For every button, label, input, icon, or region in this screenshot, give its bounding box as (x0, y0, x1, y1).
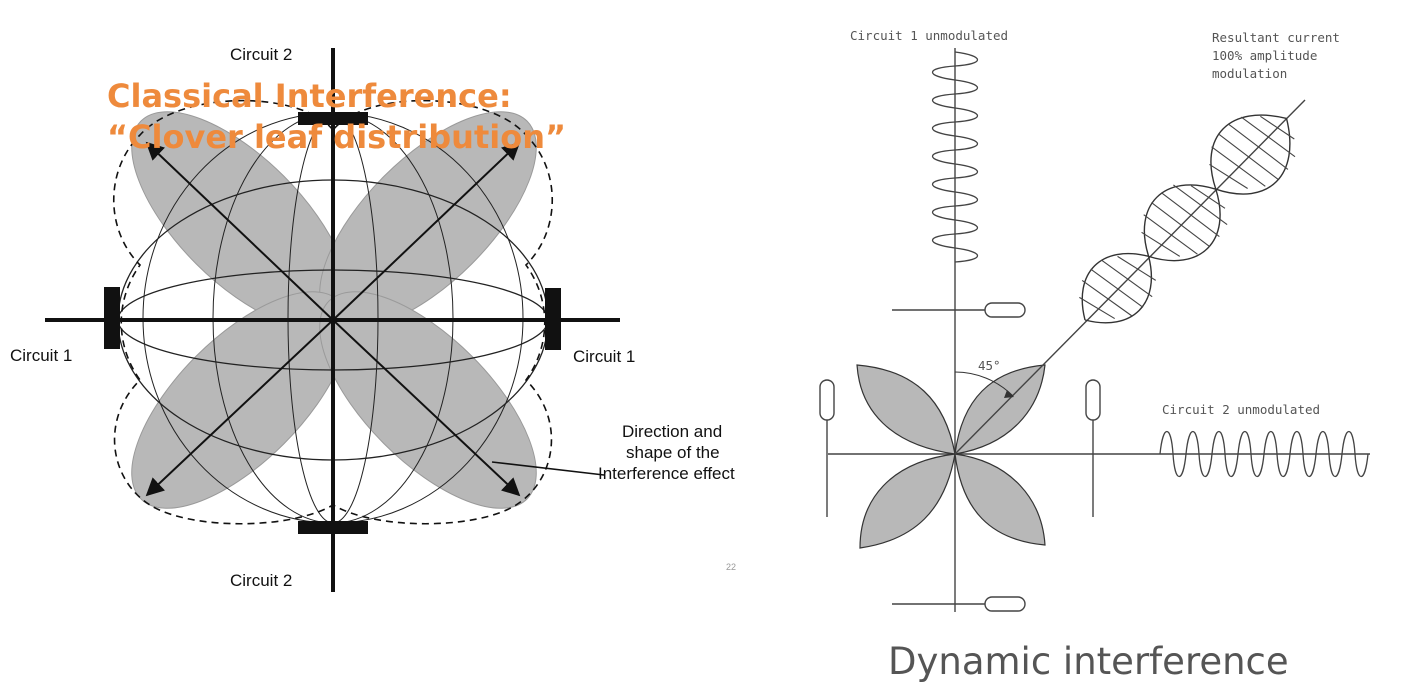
right-leaf-upper-left (856, 364, 956, 455)
circuit1-left-plate (104, 287, 120, 349)
angle-arc-arrow (1004, 390, 1014, 398)
circuit2-top-plate (298, 112, 368, 125)
circuit1-unmodulated-label: Circuit 1 unmodulated (850, 28, 1008, 43)
label-circuit1-left: Circuit 1 (10, 346, 72, 365)
circuit1-sine-wave (932, 51, 978, 263)
clover-leaves (131, 111, 537, 509)
label-circuit1-right: Circuit 1 (573, 347, 635, 366)
electrode-bottom (892, 596, 1026, 612)
classical-interference-diagram: Circuit 2 Circuit 2 Circuit 1 Circuit 1 … (10, 45, 736, 592)
resultant-label-line1: Resultant current (1212, 30, 1340, 45)
direction-label-line3: Interference effect (598, 464, 735, 483)
page-number: 22 (726, 562, 736, 572)
circuit2-unmodulated-label: Circuit 2 unmodulated (1162, 402, 1320, 417)
electrode-left (819, 379, 835, 517)
electrode-probes (819, 302, 1101, 612)
dynamic-interference-caption: Dynamic interference (888, 640, 1289, 683)
right-leaf-lower-left (859, 453, 956, 549)
resultant-label-line2: 100% amplitude (1212, 48, 1317, 63)
clover-leaf-lower-right (319, 291, 537, 509)
label-circuit2-bottom: Circuit 2 (230, 571, 292, 590)
direction-label-line1: Direction and (622, 422, 722, 441)
circuit2-sine-wave (1159, 431, 1369, 477)
title-line2: “Clover leaf distribution” (107, 118, 566, 156)
resultant-diagonal (954, 99, 1306, 455)
circuit1-right-plate (545, 288, 561, 350)
title-line1: Classical Interference: (107, 77, 512, 115)
direction-pointer (491, 461, 605, 476)
dynamic-interference-diagram: 45° Circuit 1 unmodulated Circuit 2 unmo… (819, 28, 1370, 612)
electrode-top (892, 302, 1026, 318)
modulation-envelope (1079, 114, 1296, 324)
direction-label-line2: shape of the (626, 443, 720, 462)
right-leaf-lower-right (954, 453, 1046, 546)
electrode-right (1085, 379, 1101, 517)
interference-arrows (145, 141, 521, 497)
resultant-label-line3: modulation (1212, 66, 1287, 81)
label-circuit2-top: Circuit 2 (230, 45, 292, 64)
circuit2-bottom-plate (298, 521, 368, 534)
angle-label: 45° (978, 358, 1001, 373)
